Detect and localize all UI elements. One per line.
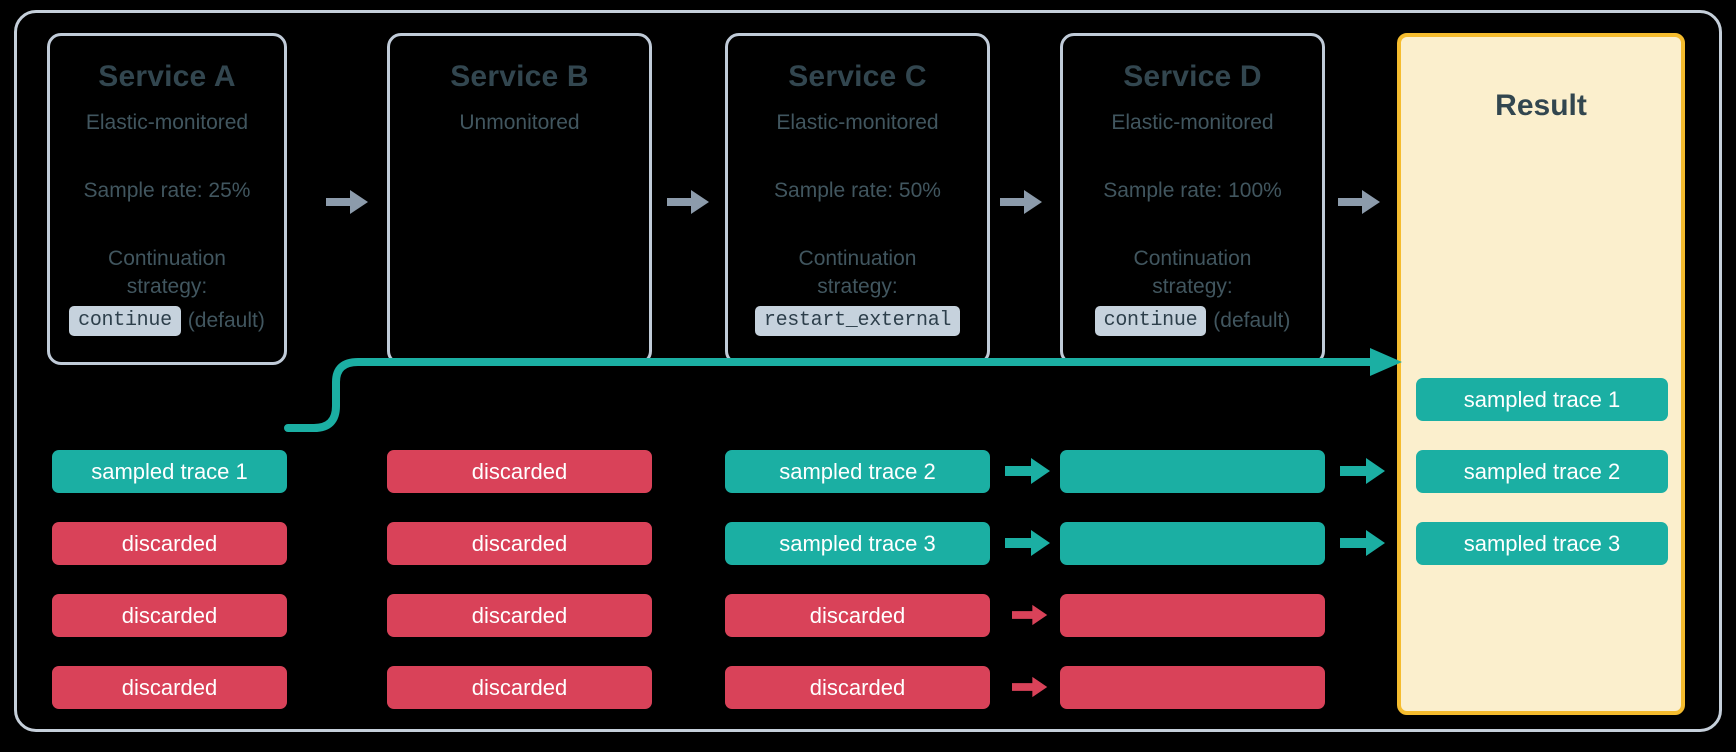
service-subtitle: Unmonitored xyxy=(459,111,580,134)
trace-arrow-d-to-result-icon xyxy=(1340,530,1385,556)
trace-bar: sampled trace 1 xyxy=(52,450,287,493)
trace-bar: discarded xyxy=(725,594,990,637)
service-subtitle: Elastic-monitored xyxy=(776,111,939,134)
service-box-d: Service D Elastic-monitored Sample rate:… xyxy=(1060,33,1325,365)
trace-bar: discarded xyxy=(387,450,652,493)
flow-arrow-d-to-result-icon xyxy=(1338,190,1380,214)
service-strategy-line: restart_external xyxy=(754,306,961,337)
strategy-default-note: (default) xyxy=(187,309,265,333)
service-title: Service C xyxy=(788,60,927,93)
flow-arrow-b-to-c-icon xyxy=(667,190,709,214)
trace-bar: discarded xyxy=(387,594,652,637)
trace-bar: discarded xyxy=(52,594,287,637)
result-panel: Result xyxy=(1397,33,1685,715)
strategy-code-chip: continue xyxy=(69,306,181,337)
trace-bar: sampled trace 3 xyxy=(725,522,990,565)
strategy-default-note: (default) xyxy=(1213,309,1291,333)
service-subtitle: Elastic-monitored xyxy=(1111,111,1274,134)
trace-bar: discarded xyxy=(387,666,652,709)
service-subtitle: Elastic-monitored xyxy=(85,111,249,134)
trace-bar: discarded xyxy=(52,666,287,709)
service-sample-rate: Sample rate: 25% xyxy=(83,179,251,202)
flow-arrow-c-to-d-icon xyxy=(1000,190,1042,214)
trace-arrow-c-to-d-icon xyxy=(1005,458,1050,484)
service-sample-rate: Sample rate: 100% xyxy=(1103,179,1282,202)
service-title: Service D xyxy=(1123,60,1262,93)
service-box-b: Service B Unmonitored xyxy=(387,33,652,365)
result-trace-bar: sampled trace 2 xyxy=(1416,450,1668,493)
service-title: Service A xyxy=(98,60,236,93)
trace1-elbow-connector xyxy=(284,348,1402,432)
service-strategy-line: continue (default) xyxy=(1094,306,1291,337)
service-box-a: Service A Elastic-monitored Sample rate:… xyxy=(47,33,287,365)
result-trace-bar: sampled trace 1 xyxy=(1416,378,1668,421)
trace-bar xyxy=(1060,522,1325,565)
trace-arrow-c-to-d-icon xyxy=(1012,676,1048,698)
service-title: Service B xyxy=(450,60,589,93)
trace-bar: sampled trace 2 xyxy=(725,450,990,493)
trace-bar xyxy=(1060,594,1325,637)
trace-bar: discarded xyxy=(52,522,287,565)
trace-arrow-d-to-result-icon xyxy=(1340,458,1385,484)
result-title: Result xyxy=(1495,89,1587,122)
service-sample-rate: Sample rate: 50% xyxy=(774,179,941,202)
trace-bar xyxy=(1060,666,1325,709)
result-trace-bar: sampled trace 3 xyxy=(1416,522,1668,565)
strategy-code-chip: restart_external xyxy=(754,306,961,337)
strategy-code-chip: continue xyxy=(1094,306,1207,337)
service-strategy-line: continue (default) xyxy=(69,306,265,337)
service-box-c: Service C Elastic-monitored Sample rate:… xyxy=(725,33,990,365)
flow-arrow-a-to-b-icon xyxy=(326,190,368,214)
trace-bar xyxy=(1060,450,1325,493)
trace-arrow-c-to-d-icon xyxy=(1012,604,1048,626)
trace-arrow-c-to-d-icon xyxy=(1005,530,1050,556)
trace-bar: discarded xyxy=(725,666,990,709)
trace-bar: discarded xyxy=(387,522,652,565)
outer-frame xyxy=(14,10,1722,732)
